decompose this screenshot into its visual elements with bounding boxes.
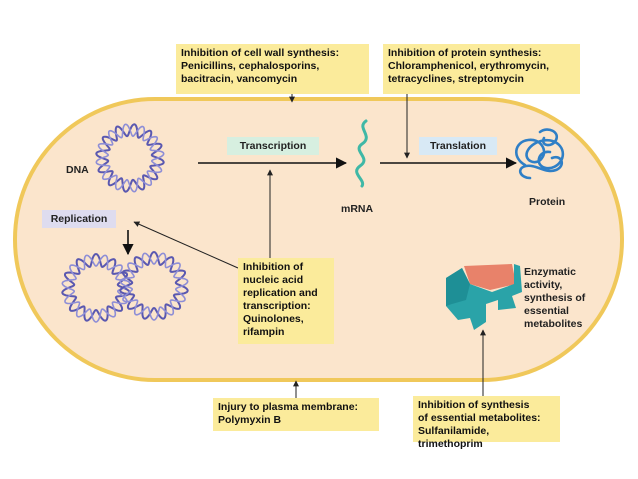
dna-plasmid bbox=[95, 123, 165, 193]
replicated-plasmid-right bbox=[119, 250, 189, 321]
plasma-membrane-inhibition-note: Injury to plasma membrane: Polymyxin B bbox=[213, 398, 379, 431]
dna-label: DNA bbox=[66, 164, 89, 176]
transcription-label: Transcription bbox=[227, 137, 319, 155]
enzyme-label: Enzymatic activity, synthesis of essenti… bbox=[524, 266, 586, 330]
cell-wall-inhibition-note: Inhibition of cell wall synthesis: Penic… bbox=[176, 44, 369, 94]
nucleic-acid-inhibition-note: Inhibition of nucleic acid replication a… bbox=[238, 258, 334, 344]
replication-label: Replication bbox=[42, 210, 116, 228]
enzyme-icon bbox=[446, 264, 522, 330]
mrna-label: mRNA bbox=[341, 203, 374, 215]
protein-synthesis-inhibition-note: Inhibition of protein synthesis: Chloram… bbox=[383, 44, 580, 94]
mrna-strand bbox=[355, 119, 368, 188]
metabolite-synthesis-inhibition-note: Inhibition of synthesis of essential met… bbox=[413, 396, 560, 450]
protein-label: Protein bbox=[529, 196, 566, 208]
replication-pointer bbox=[133, 221, 239, 269]
replicated-plasmid-left bbox=[61, 252, 131, 323]
protein-icon bbox=[515, 128, 565, 180]
translation-label: Translation bbox=[419, 137, 497, 155]
